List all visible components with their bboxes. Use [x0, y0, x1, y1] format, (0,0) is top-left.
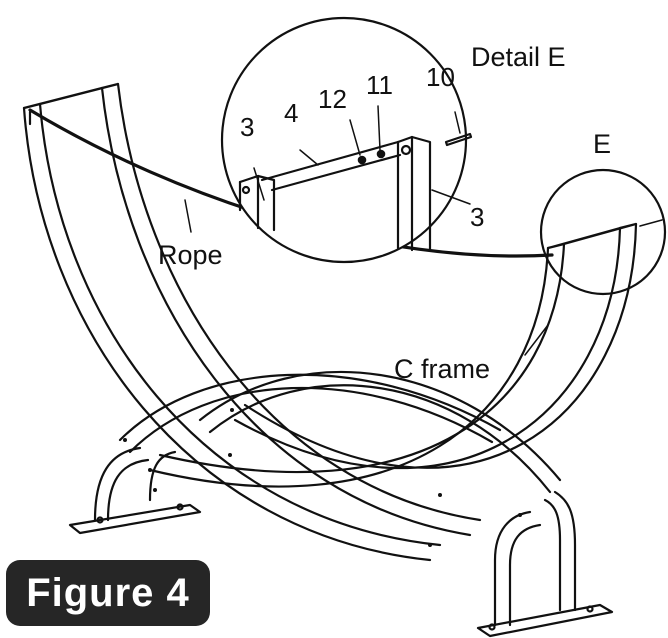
c-frame-label: C frame — [394, 354, 490, 384]
detail-e-callout-circle — [539, 168, 667, 296]
left-c-frame — [22, 82, 482, 562]
left-base — [68, 446, 202, 535]
lower-arcs — [118, 370, 562, 494]
rope-label: Rope — [158, 240, 223, 270]
detail-e-title: Detail E — [471, 42, 566, 72]
part-11-label: 11 — [366, 70, 393, 100]
part-10-label: 10 — [426, 62, 455, 92]
right-base — [476, 490, 614, 638]
right-c-frame — [148, 222, 638, 488]
figure-label-badge: Figure 4 — [6, 560, 210, 626]
part-3-right-label: 3 — [470, 202, 484, 232]
part-4-label: 4 — [284, 98, 298, 128]
callout-e-label: E — [593, 129, 611, 159]
bolt-holes — [123, 408, 522, 547]
part-3-left-label: 3 — [240, 112, 254, 142]
detail-e-contents — [238, 105, 473, 252]
part-12-label: 12 — [318, 84, 347, 114]
detail-e-magnified-circle — [220, 16, 468, 264]
